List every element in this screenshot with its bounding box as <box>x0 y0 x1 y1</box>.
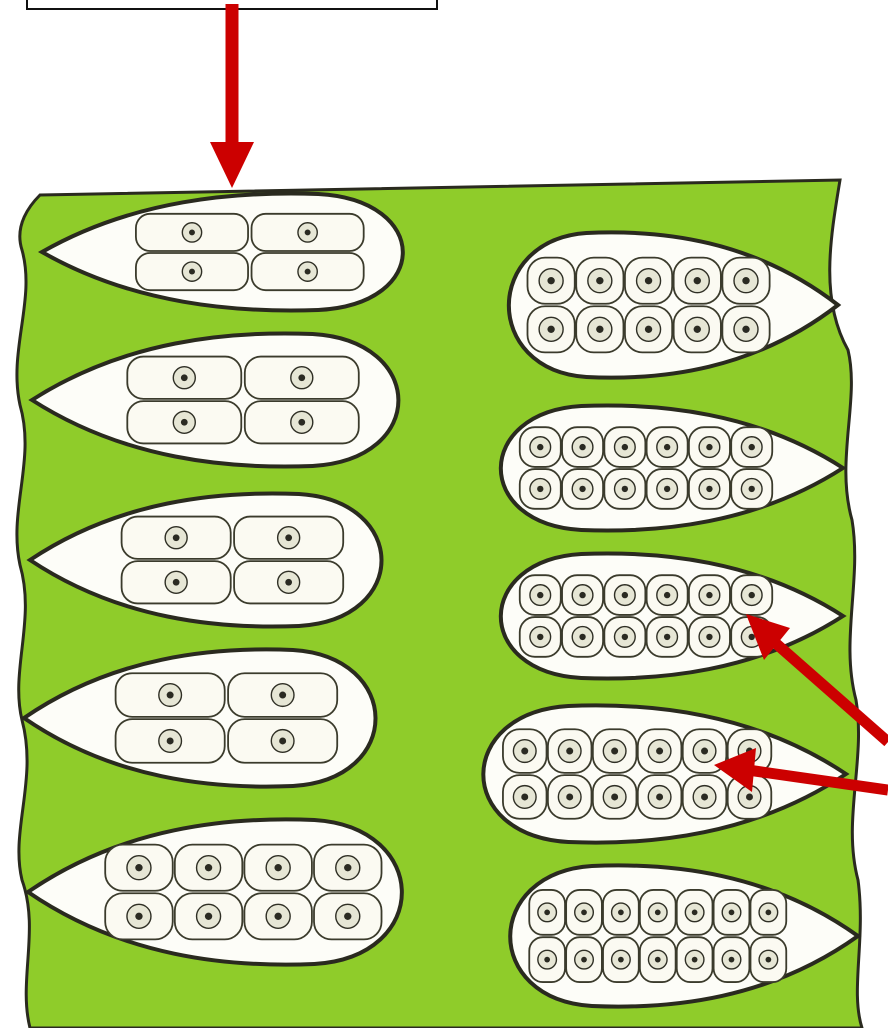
cell-nucleolus <box>656 748 663 755</box>
cell-nucleolus <box>706 634 712 640</box>
cell-nucleolus <box>544 957 550 963</box>
cell-nucleolus <box>274 864 281 871</box>
cell-nucleolus <box>596 326 603 333</box>
cell-nucleolus <box>656 793 663 800</box>
cell-nucleolus <box>729 910 735 916</box>
cell-nucleolus <box>521 748 528 755</box>
cell-nucleolus <box>611 793 618 800</box>
cell-nucleolus <box>692 910 698 916</box>
cell-nucleolus <box>279 692 286 699</box>
cell-nucleolus <box>749 486 755 492</box>
cell-nucleolus <box>544 910 550 916</box>
cell-nucleolus <box>579 592 585 598</box>
cell-nucleolus <box>766 957 772 963</box>
cell-nucleolus <box>344 864 351 871</box>
cell-nucleolus <box>622 486 628 492</box>
cell-nucleolus <box>664 592 670 598</box>
cell-nucleolus <box>664 444 670 450</box>
cell-nucleolus <box>305 229 311 235</box>
cell-nucleolus <box>173 534 180 541</box>
cell-nucleolus <box>566 748 573 755</box>
cell-nucleolus <box>537 486 543 492</box>
cell-nucleolus <box>205 864 212 871</box>
cell-nucleolus <box>746 793 753 800</box>
cell-nucleolus <box>694 277 701 284</box>
cell-nucleolus <box>581 957 587 963</box>
cell-nucleolus <box>618 957 624 963</box>
cell-nucleolus <box>664 486 670 492</box>
cell-nucleolus <box>581 910 587 916</box>
cell-nucleolus <box>547 277 554 284</box>
cell-nucleolus <box>181 374 188 381</box>
cell-nucleolus <box>749 634 755 640</box>
cell-nucleolus <box>655 957 661 963</box>
cell-nucleolus <box>655 910 661 916</box>
cell-nucleolus <box>611 748 618 755</box>
cell-nucleolus <box>167 692 174 699</box>
cell-nucleolus <box>173 579 180 586</box>
cell-nucleolus <box>181 419 188 426</box>
cell-nucleolus <box>645 326 652 333</box>
cell-nucleolus <box>645 277 652 284</box>
cell-nucleolus <box>692 957 698 963</box>
cell-nucleolus <box>706 444 712 450</box>
cell-nucleolus <box>537 444 543 450</box>
cell-nucleolus <box>521 793 528 800</box>
cell-nucleolus <box>694 326 701 333</box>
arrow-down-icon <box>210 142 254 188</box>
cell-nucleolus <box>274 913 281 920</box>
cell-nucleolus <box>701 793 708 800</box>
cell-nucleolus <box>706 486 712 492</box>
cell-nucleolus <box>305 269 311 275</box>
cell-nucleolus <box>622 444 628 450</box>
cell-nucleolus <box>537 592 543 598</box>
cell-nucleolus <box>279 737 286 744</box>
cell-nucleolus <box>298 419 305 426</box>
cell-nucleolus <box>618 910 624 916</box>
cell-nucleolus <box>622 592 628 598</box>
cell-nucleolus <box>135 864 142 871</box>
cell-nucleolus <box>205 913 212 920</box>
cell-nucleolus <box>167 737 174 744</box>
cell-nucleolus <box>285 534 292 541</box>
cell-nucleolus <box>579 634 585 640</box>
cell-nucleolus <box>537 634 543 640</box>
cell-nucleolus <box>742 277 749 284</box>
cell-nucleolus <box>189 269 195 275</box>
cell-nucleolus <box>344 913 351 920</box>
cell-nucleolus <box>596 277 603 284</box>
cell-nucleolus <box>766 910 772 916</box>
cell-nucleolus <box>749 444 755 450</box>
cell-nucleolus <box>135 913 142 920</box>
cell-nucleolus <box>742 326 749 333</box>
cell-nucleolus <box>285 579 292 586</box>
cell-nucleolus <box>547 326 554 333</box>
cell-nucleolus <box>622 634 628 640</box>
cell-nucleolus <box>729 957 735 963</box>
cell-nucleolus <box>566 793 573 800</box>
cell-nucleolus <box>579 486 585 492</box>
cell-nucleolus <box>579 444 585 450</box>
cell-nucleolus <box>189 229 195 235</box>
cell-nucleolus <box>664 634 670 640</box>
cell-nucleolus <box>298 374 305 381</box>
cell-nucleolus <box>706 592 712 598</box>
cell-nucleolus <box>749 592 755 598</box>
cell-nucleolus <box>701 748 708 755</box>
